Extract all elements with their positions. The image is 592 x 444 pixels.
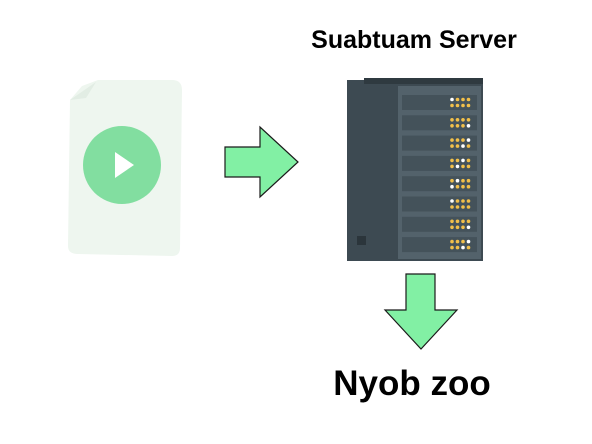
server-led — [450, 245, 454, 250]
server-led — [466, 219, 471, 224]
result-text: Nyob zoo — [333, 364, 491, 403]
server-led — [450, 164, 454, 169]
server-led — [455, 205, 460, 209]
server-led — [455, 103, 460, 108]
server-led — [455, 225, 460, 230]
server-led — [461, 164, 465, 169]
server-led — [461, 199, 465, 203]
server-slot — [402, 196, 477, 212]
server-led — [450, 158, 454, 163]
server-led — [455, 97, 460, 102]
server-led — [450, 219, 454, 224]
server-led — [461, 97, 465, 102]
server-led — [466, 245, 471, 250]
server-led — [455, 245, 460, 250]
arrow-down-icon — [383, 273, 459, 350]
server-slot — [402, 216, 477, 232]
server-led — [461, 144, 465, 148]
server-slot — [402, 95, 477, 110]
server-led — [455, 184, 460, 189]
server-led — [450, 239, 454, 244]
server-led — [450, 103, 454, 108]
server-title: Suabtuam Server — [311, 26, 517, 54]
server-led — [461, 158, 465, 163]
server-led — [455, 138, 460, 142]
server-led — [455, 124, 460, 128]
server-led — [466, 103, 471, 108]
server-led — [450, 205, 454, 209]
server-led — [450, 184, 454, 189]
server-led — [461, 124, 465, 128]
server-led — [466, 205, 471, 209]
server-slot — [402, 237, 477, 253]
server-led — [455, 118, 460, 122]
server-led — [466, 199, 471, 203]
server-slot — [402, 135, 477, 151]
server-led — [461, 245, 465, 250]
video-file-icon — [68, 80, 182, 256]
server-led — [450, 118, 454, 122]
server-led — [450, 97, 454, 102]
server-led — [450, 138, 454, 142]
play-icon — [115, 152, 134, 178]
server-led — [461, 118, 465, 122]
server-led — [455, 219, 460, 224]
server-led — [461, 184, 465, 189]
server-led — [466, 138, 471, 142]
server-led — [450, 225, 454, 230]
server-led — [455, 164, 460, 169]
server-led — [461, 219, 465, 224]
server-led — [466, 164, 471, 169]
server-led — [461, 225, 465, 230]
server-led — [450, 199, 454, 203]
server-led — [461, 205, 465, 209]
server-led — [466, 178, 471, 183]
server-led — [466, 118, 471, 122]
server-led — [461, 178, 465, 183]
server-led — [455, 178, 460, 183]
server-led — [466, 225, 471, 230]
server-led — [466, 144, 471, 148]
server-led — [466, 158, 471, 163]
server-led — [450, 144, 454, 148]
arrow-right-icon — [224, 125, 299, 199]
server-led — [466, 124, 471, 128]
server-led — [455, 144, 460, 148]
server-led — [455, 239, 460, 244]
server-led — [455, 199, 460, 203]
server-led — [466, 239, 471, 244]
server-slot — [402, 115, 477, 131]
server-slot — [402, 176, 477, 192]
server-led — [450, 178, 454, 183]
server-led — [461, 239, 465, 244]
server-led — [466, 184, 471, 189]
server-led — [450, 124, 454, 128]
server-rack-icon — [347, 78, 483, 261]
server-slot — [402, 155, 477, 171]
server-led — [461, 103, 465, 108]
server-led — [455, 158, 460, 163]
server-led — [466, 97, 471, 102]
server-led — [461, 138, 465, 142]
